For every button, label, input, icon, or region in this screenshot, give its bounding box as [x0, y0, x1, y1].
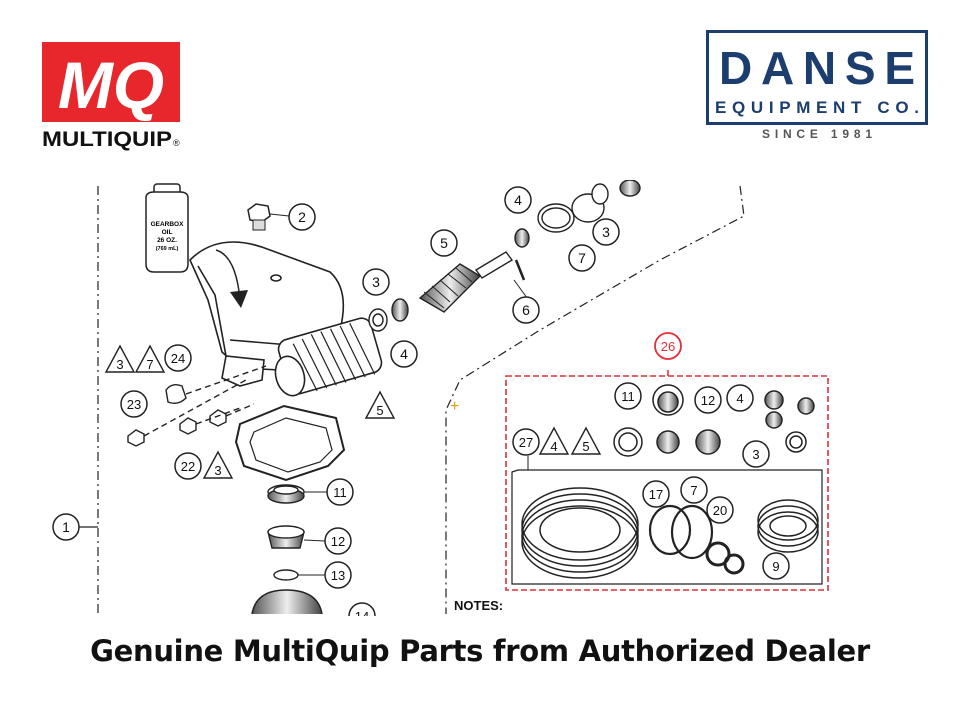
callout-6-label: 6 — [522, 302, 530, 318]
triangle-5b-label: 5 — [582, 439, 589, 454]
worm-shaft-assembly — [368, 180, 641, 332]
registered-mark: ® — [173, 138, 180, 148]
triangle-note-3b: 3 — [202, 450, 234, 479]
callout-1: 1 — [52, 513, 98, 541]
triangle-3b-label: 3 — [214, 463, 221, 478]
lower-seal-stack — [251, 484, 323, 615]
oil-label-line-4: (769 mL) — [156, 246, 179, 252]
danse-since: SINCE 1981 — [762, 127, 872, 141]
callout-26: 26 — [654, 332, 682, 360]
callout-4c-label: 4 — [736, 391, 743, 406]
callout-14: 14 — [348, 602, 376, 616]
callout-12b-label: 12 — [701, 393, 715, 408]
callout-27-label: 27 — [519, 435, 533, 450]
callout-26-label: 26 — [661, 339, 675, 354]
triangle-7-label: 7 — [146, 357, 153, 372]
callout-22: 22 — [174, 452, 202, 480]
triangle-note-5b: 5 — [570, 426, 602, 455]
callout-3b-label: 3 — [602, 224, 610, 240]
callout-4c: 4 — [726, 384, 754, 412]
triangle-note-4: 4 — [538, 426, 570, 455]
callout-5a-label: 5 — [440, 235, 448, 251]
triangle-note-3a: 3 — [104, 344, 136, 373]
callout-2-label: 2 — [298, 209, 306, 225]
callout-1-label: 1 — [62, 519, 70, 535]
callout-9: 9 — [762, 552, 790, 580]
callout-12a-label: 12 — [331, 534, 345, 549]
danse-logo-border — [706, 30, 928, 125]
arrow-head — [230, 290, 248, 308]
callout-24: 24 — [164, 344, 192, 372]
danse-name: DANSE — [719, 42, 915, 94]
callout-5a: 5 — [430, 229, 458, 257]
callout-4a: 4 — [390, 340, 418, 368]
callout-4b: 4 — [504, 186, 532, 214]
callout-24-label: 24 — [171, 351, 185, 366]
gearbox-housing — [189, 241, 383, 397]
callout-23-label: 23 — [127, 397, 141, 412]
oil-label-line-1: GEARBOX — [151, 221, 185, 228]
triangle-4-label: 4 — [550, 439, 557, 454]
callout-23: 23 — [120, 390, 148, 418]
callout-20: 20 — [706, 496, 734, 524]
fill-plug — [247, 203, 271, 231]
callout-2: 2 — [269, 203, 316, 231]
oil-label-line-2: OIL — [162, 229, 173, 236]
callout-20-label: 20 — [713, 503, 727, 518]
callout-27: 27 — [512, 428, 540, 456]
callout-7a-label: 7 — [578, 250, 586, 266]
callout-3c-label: 3 — [752, 447, 759, 462]
callout-7b-label: 7 — [690, 483, 697, 498]
kit-26-boundary — [505, 375, 829, 591]
callout-17: 17 — [642, 480, 670, 508]
triangle-3a-label: 3 — [116, 357, 123, 372]
notes-label: NOTES: — [454, 598, 503, 613]
callout-11b: 11 — [614, 382, 642, 410]
triangle-note-5a: 5 — [364, 390, 396, 419]
triangle-note-7: 7 — [134, 344, 166, 373]
mounting-bolts — [127, 365, 267, 447]
callout-3a-label: 3 — [372, 274, 380, 290]
callout-7b: 7 — [680, 476, 708, 504]
callout-11a-label: 11 — [333, 485, 347, 500]
gasket-inner-edge — [249, 417, 333, 473]
callout-17-label: 17 — [649, 487, 663, 502]
oil-label-line-3: 26 OZ. — [157, 237, 177, 244]
orange-cross-marker: + — [450, 398, 459, 415]
gearbox-oil-bottle: GEARBOX OIL 26 OZ. (769 mL) — [145, 183, 189, 273]
callout-11b-label: 11 — [621, 389, 635, 404]
mq-monogram: MQ — [58, 48, 164, 122]
callout-6: 6 — [512, 296, 540, 324]
callout-12a: 12 — [303, 527, 352, 555]
triangle-5a-label: 5 — [376, 403, 383, 418]
callout-12b: 12 — [694, 386, 722, 414]
callout-22-label: 22 — [181, 459, 195, 474]
parts-diagram: + GEARBOX OIL 26 OZ. (769 mL) — [52, 180, 829, 616]
callout-13: 13 — [298, 561, 352, 589]
callout-7a: 7 — [568, 244, 596, 272]
callout-11a: 11 — [304, 478, 354, 506]
danse-equipment-logo: DANSE EQUIPMENT CO. SINCE 1981 — [706, 30, 928, 141]
callout-4b-label: 4 — [514, 192, 522, 208]
callout-13-label: 13 — [331, 568, 345, 583]
multiquip-logo: MQ MULTIQUIP ® — [42, 42, 180, 151]
mq-logo-background — [42, 42, 180, 122]
housing-gasket — [234, 404, 346, 482]
callout-3c: 3 — [742, 440, 770, 468]
callout-3a: 3 — [362, 268, 390, 296]
kit-parts — [521, 384, 819, 579]
multiquip-wordmark: MULTIQUIP — [42, 128, 172, 151]
callout-4a-label: 4 — [400, 346, 408, 362]
callout-14-label: 14 — [355, 609, 369, 616]
callout-3b: 3 — [592, 218, 620, 246]
dealer-caption: Genuine MultiQuip Parts from Authorized … — [90, 634, 870, 668]
callout-9-label: 9 — [772, 559, 779, 574]
kit-27-subbox — [511, 469, 823, 585]
